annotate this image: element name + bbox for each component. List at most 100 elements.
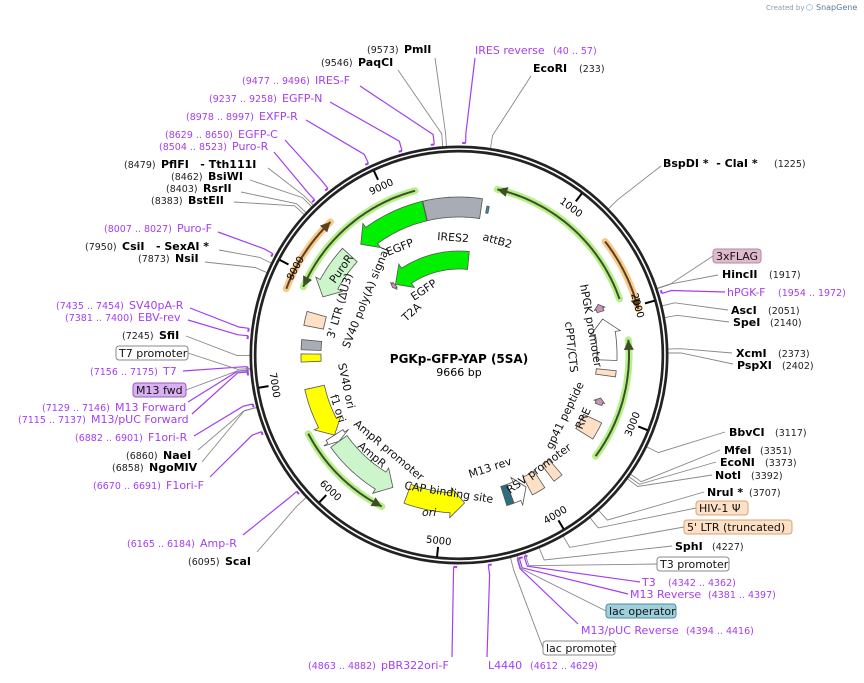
feature-label-ori[interactable]: ori: [422, 506, 436, 519]
primer-m13-reverse[interactable]: M13 Reverse(4381 .. 4397): [630, 588, 776, 601]
primer-l4440[interactable]: L4440(4612 .. 4629): [488, 659, 598, 672]
feature-f1-ori[interactable]: [304, 384, 342, 436]
site-hincii[interactable]: HincII(1917): [722, 268, 801, 281]
site-pspxi[interactable]: PspXI(2402): [737, 359, 814, 372]
primer-exfp-r[interactable]: (8978 .. 8997)EXFP-R: [186, 110, 298, 123]
feature-3-ltr-u3-[interactable]: [303, 310, 327, 330]
site-naei[interactable]: (6860)NaeI: [126, 449, 191, 462]
feature-label-ires2[interactable]: IRES2: [437, 230, 470, 245]
feature-cppt-cts[interactable]: [595, 368, 617, 378]
label-t7-promoter[interactable]: T7 promoter: [115, 345, 189, 361]
feature-rsv-promoter[interactable]: [506, 476, 527, 507]
orf-line: [302, 189, 416, 288]
feature-label-attb2[interactable]: attB2: [481, 230, 513, 251]
site-sfii[interactable]: (7245)SfiI: [122, 329, 179, 342]
plasmid-length: 9666 bp: [436, 366, 481, 379]
feature-label-m13-rev[interactable]: M13 rev: [467, 455, 514, 481]
site-nsii[interactable]: (7873)NsiI: [138, 252, 199, 265]
site-pos: (9546): [321, 58, 353, 69]
feature-puror[interactable]: [315, 247, 358, 298]
primer-t3[interactable]: T3(4342 .. 4362): [641, 576, 736, 589]
site-pmli[interactable]: (9573)PmlI: [367, 43, 431, 56]
primer-t7[interactable]: (7156 .. 7175)T7: [90, 365, 177, 378]
primer-puro-f[interactable]: (8007 .. 8027)Puro-F: [104, 222, 212, 235]
feature-ampr-promoter[interactable]: [323, 428, 350, 447]
feature-attb2[interactable]: [485, 205, 490, 214]
leader-line: [627, 474, 713, 487]
feature-ori[interactable]: [403, 483, 466, 519]
primer-mark: [295, 490, 300, 495]
feature-hpgk-promoter[interactable]: [589, 318, 622, 361]
site-mfei[interactable]: MfeI(3351): [724, 444, 792, 457]
site-name: NruI *: [707, 486, 743, 499]
site-ngomiv[interactable]: (6858)NgoMIV: [112, 461, 198, 474]
site-pflfi-tth111i[interactable]: (8479)PflFI - Tth111I: [124, 158, 256, 171]
feature-t2a[interactable]: [390, 281, 399, 290]
site-econi[interactable]: EcoNI(3373): [720, 456, 797, 469]
primer-sv40pa-r[interactable]: (7435 .. 7454)SV40pA-R: [56, 299, 184, 312]
primer-range: (7435 .. 7454): [56, 301, 124, 312]
feature-egfp[interactable]: [395, 250, 470, 288]
site-bsteii[interactable]: (8383)BstEII: [151, 194, 224, 207]
leader-line: [486, 564, 491, 658]
site-paqci[interactable]: (9546)PaqCI: [321, 56, 393, 69]
site-name: XcmI: [736, 347, 767, 360]
feature-ampr[interactable]: [330, 435, 394, 494]
primer-ires-f[interactable]: (9477 .. 9496)IRES-F: [242, 74, 350, 87]
feature-5-ltr-truncated-[interactable]: [522, 470, 546, 496]
primer-f1ori-r[interactable]: (6882 .. 6901)F1ori-R: [75, 431, 188, 444]
primer-puro-r[interactable]: (8504 .. 8523)Puro-R: [159, 140, 269, 153]
feature-sv40-ori[interactable]: [300, 353, 322, 363]
site-name: ScaI: [225, 555, 251, 568]
primer-pbr322ori-f[interactable]: (4863 .. 4882)pBR322ori-F: [308, 659, 449, 672]
primer-f1ori-f[interactable]: (6670 .. 6691)F1ori-F: [93, 479, 204, 492]
site-noti[interactable]: NotI(3392): [715, 469, 783, 482]
label-3xflag[interactable]: 3xFLAG: [712, 248, 762, 264]
label-t3-promoter[interactable]: T3 promoter: [656, 556, 730, 572]
primer-ebv-rev[interactable]: (7381 .. 7400)EBV-rev: [65, 311, 181, 324]
tick-mark: [644, 299, 655, 305]
feature-label-t2a[interactable]: T2A: [399, 300, 425, 325]
site-asci[interactable]: AscI(2051): [731, 304, 800, 317]
label-hiv1-psi[interactable]: HIV-1 Ψ: [695, 500, 749, 516]
primer-m13-puc-forward[interactable]: (7115 .. 7137)M13/pUC Forward: [18, 413, 189, 426]
site-name: NgoMIV: [149, 461, 198, 474]
primer-hpgk-f[interactable]: hPGK-F(1954 .. 1972): [727, 286, 846, 299]
site-bbvci[interactable]: BbvCI(3117): [729, 426, 807, 439]
primer-egfp-c[interactable]: (8629 .. 8650)EGFP-C: [165, 128, 278, 141]
site-scai[interactable]: (6095)ScaI: [188, 555, 251, 568]
primer-ires-reverse[interactable]: IRES reverse(40 .. 57): [475, 44, 597, 57]
site-rsrii[interactable]: (8403)RsrII: [166, 182, 232, 195]
label-lac-promoter[interactable]: lac promoter: [542, 640, 617, 656]
primer-m13-forward[interactable]: (7129 .. 7146)M13 Forward: [42, 401, 186, 414]
primer-egfp-n[interactable]: (9237 .. 9258)EGFP-N: [209, 92, 322, 105]
site-sphi[interactable]: SphI(4227): [675, 540, 744, 553]
label-5ltr-truncated[interactable]: 5' LTR (truncated): [683, 519, 793, 535]
primer-name: EGFP-N: [282, 92, 322, 105]
primer-m13-puc-reverse[interactable]: M13/pUC Reverse(4394 .. 4416): [581, 624, 754, 637]
feature-gp41-peptide[interactable]: [592, 397, 606, 407]
site-bsiwi[interactable]: (8462)BsiWI: [171, 170, 243, 183]
feature-hiv-1-[interactable]: [541, 459, 563, 482]
feature-rre[interactable]: [575, 413, 603, 440]
feature-egfp[interactable]: [360, 200, 428, 249]
feature-3xflag[interactable]: [593, 303, 606, 314]
feature-label-cppt[interactable]: cPPT/CTS: [562, 321, 580, 373]
feature-sv40-poly-a-signal[interactable]: [300, 339, 323, 351]
site-csii-sexai[interactable]: (7950)CsiI - SexAI *: [85, 240, 209, 253]
site-spei[interactable]: SpeI(2140): [733, 316, 802, 329]
site-xcmi[interactable]: XcmI (2373): [736, 347, 810, 360]
feature-cap-binding-site[interactable]: [500, 483, 515, 507]
site-pos: (2373): [778, 349, 810, 360]
label-lac-operator[interactable]: lac operator: [605, 603, 677, 619]
site-bspdi-clai[interactable]: BspDI * - ClaI *(1225): [663, 157, 806, 170]
label-m13-fwd[interactable]: M13 fwd: [132, 382, 187, 398]
orf-arrowhead-icon: [623, 339, 634, 350]
site-nrui[interactable]: NruI *(3707): [707, 486, 781, 499]
feature-ires2[interactable]: [422, 196, 483, 222]
primer-amp-r[interactable]: (6165 .. 6184)Amp-R: [127, 537, 237, 550]
site-ecori[interactable]: EcoRI(233): [533, 62, 605, 75]
primer-range: (8504 .. 8523): [159, 142, 227, 153]
orf-arcs: [282, 185, 642, 510]
